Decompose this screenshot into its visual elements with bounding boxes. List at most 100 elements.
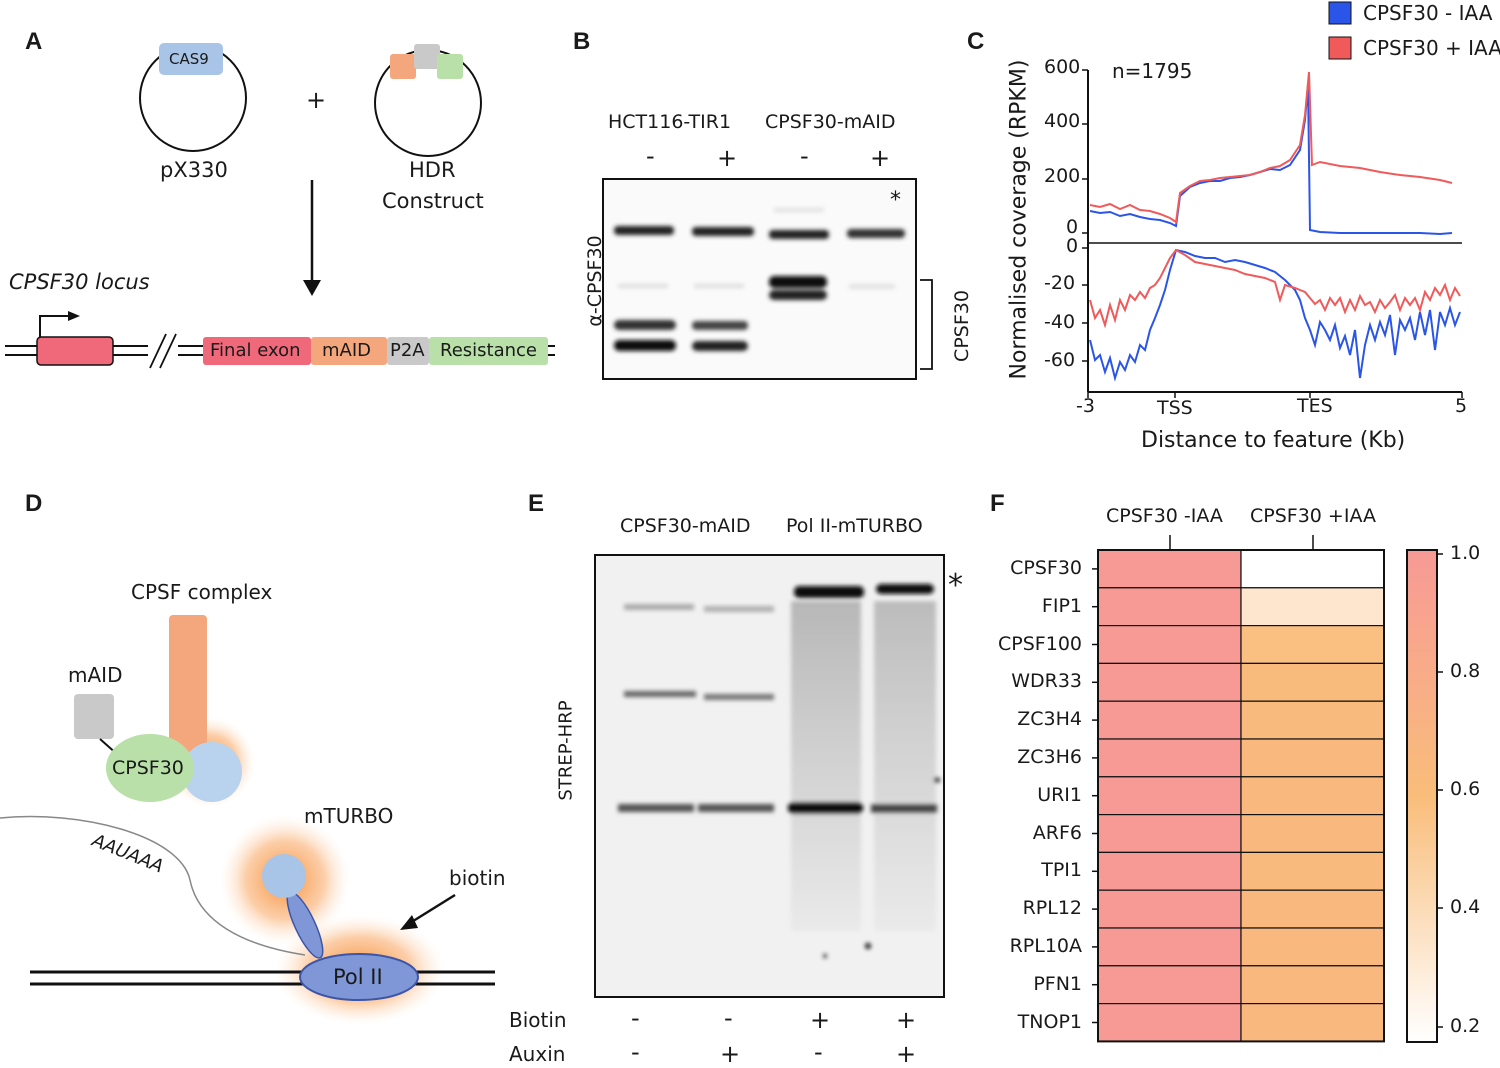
legend-swatch-plus [1328, 36, 1352, 60]
c-tick-400: 400 [1044, 110, 1081, 132]
cas9-label: CAS9 [169, 50, 209, 68]
b-band-mid-1 [769, 276, 827, 288]
e-biotin-band-1 [794, 586, 864, 598]
c-tick-minus20: -20 [1044, 272, 1076, 294]
e-faint-band-2 [704, 606, 774, 612]
c-bottom-minus-series [1089, 248, 1461, 382]
f-heatmap-cells [1092, 549, 1385, 1043]
heatmap-cell-zc3h6-minus [1097, 738, 1242, 778]
e-speck-1 [865, 943, 871, 949]
b-faint-3 [849, 284, 895, 289]
break-mark-1 [149, 333, 167, 369]
resistance-box [429, 337, 548, 365]
hdr-grey-box [414, 44, 440, 69]
heatmap-cell-uri1-minus [1097, 776, 1242, 816]
d-polii-label: Pol II [333, 965, 383, 989]
heatmap-cell-uri1-plus [1240, 776, 1385, 816]
e-biotin-lane2: - [724, 1004, 733, 1032]
e-biotin-row-label: Biotin [509, 1008, 567, 1032]
b-faint-4 [774, 208, 824, 212]
heatmap-frame [1097, 549, 1385, 1043]
c-xtick-tes: TES [1297, 395, 1333, 417]
heatmap-cell-wdr33-plus [1240, 662, 1385, 702]
panel-e-label: E [528, 490, 545, 517]
heatmap-cell-fip1-plus [1240, 587, 1385, 627]
legend-plus-label: CPSF30 + IAA [1363, 36, 1500, 60]
final-exon-box [203, 337, 311, 365]
final-exon-label: Final exon [210, 340, 301, 361]
b-group2-label: CPSF30-mAID [765, 111, 896, 133]
e-biotin-band-2 [876, 584, 934, 594]
d-cpsf-complex-bar [169, 615, 207, 757]
heatmap-cell-zc3h4-minus [1097, 700, 1242, 740]
c-xtick-5: 5 [1455, 395, 1468, 417]
c-tick-bot-0: 0 [1066, 235, 1079, 257]
promoter-arrow [39, 315, 70, 337]
e-biotin-lane1: - [631, 1004, 640, 1032]
heatmap-row-label: URI1 [1037, 783, 1082, 806]
heatmap-cell-arf6-minus [1097, 813, 1242, 853]
f-scale-0.4: 0.4 [1450, 896, 1481, 918]
heatmap-row-label: CPSF30 [1010, 556, 1082, 579]
d-cpsf30-label: CPSF30 [112, 757, 184, 779]
panel-f-label: F [990, 490, 1005, 517]
heatmap-cell-rpl10a-plus [1240, 927, 1385, 967]
c-tick-600: 600 [1044, 56, 1081, 78]
e-band-low-2 [698, 804, 774, 812]
d-cpsf30-oval [106, 734, 194, 802]
heatmap-row-label: WDR33 [1011, 670, 1082, 693]
panel-d-label: D [25, 490, 43, 517]
heatmap-cell-zc3h4-plus [1240, 700, 1385, 740]
d-rna-strand [0, 815, 306, 956]
f-scale-ticks [1437, 553, 1443, 1028]
heatmap-row-label: FIP1 [1041, 594, 1082, 617]
d-cpsf-subunit [182, 742, 242, 802]
c-x-ticks [1087, 392, 1463, 398]
legend-swatch-minus [1328, 1, 1352, 25]
c-tick-top-0: 0 [1066, 216, 1079, 238]
heatmap-cell-cpsf30-plus [1240, 549, 1385, 589]
b-faint-1 [618, 284, 668, 288]
cas9-box [159, 43, 223, 75]
heatmap-cell-rpl12-plus [1240, 889, 1385, 929]
promoter-arrow-head [68, 311, 80, 321]
b-band-mid-2 [769, 290, 827, 300]
break-mark-2 [159, 333, 177, 369]
heatmap-cell-tnop1-plus [1240, 1002, 1385, 1042]
b-lane3-sign: - [800, 142, 809, 170]
panel-b-label: B [573, 28, 591, 55]
e-speck-2 [823, 954, 827, 958]
heatmap-cell-cpsf30-minus [1097, 549, 1242, 589]
c-xtick-minus3: -3 [1076, 395, 1095, 417]
heatmap-cell-rpl12-minus [1097, 889, 1242, 929]
d-maid-label: mAID [68, 663, 123, 687]
heatmap-row-label: RPL10A [1009, 934, 1082, 957]
exon-box [36, 336, 114, 366]
b-group1-label: HCT116-TIR1 [608, 111, 732, 133]
b-faint-2 [694, 284, 744, 288]
heatmap-row-label: ZC3H4 [1017, 708, 1082, 731]
d-mturbo-circle [262, 854, 306, 898]
e-speck-3 [934, 777, 940, 783]
d-polii-oval [299, 953, 419, 1001]
heatmap-cell-tnop1-minus [1097, 1002, 1242, 1042]
hdr-label-line2: Construct [382, 189, 484, 213]
e-faint-band-1 [624, 604, 694, 610]
e-star: * [948, 568, 963, 603]
heatmap-row-label: ARF6 [1032, 821, 1082, 844]
c-n-label: n=1795 [1112, 59, 1193, 83]
e-auxin-lane4: + [896, 1040, 917, 1068]
b-band-low-1 [614, 320, 676, 330]
heatmap-cell-rpl10a-minus [1097, 927, 1242, 967]
western-blot-e [594, 554, 945, 998]
d-mturbo-label: mTURBO [304, 804, 394, 828]
e-biotin-lane3: + [810, 1006, 831, 1034]
f-scale-0.8: 0.8 [1450, 660, 1481, 682]
d-cpsf-complex-label: CPSF complex [131, 580, 273, 604]
plus-sign: + [306, 86, 327, 114]
locus-label: CPSF30 locus [9, 270, 150, 294]
down-arrow-icon [303, 280, 321, 296]
